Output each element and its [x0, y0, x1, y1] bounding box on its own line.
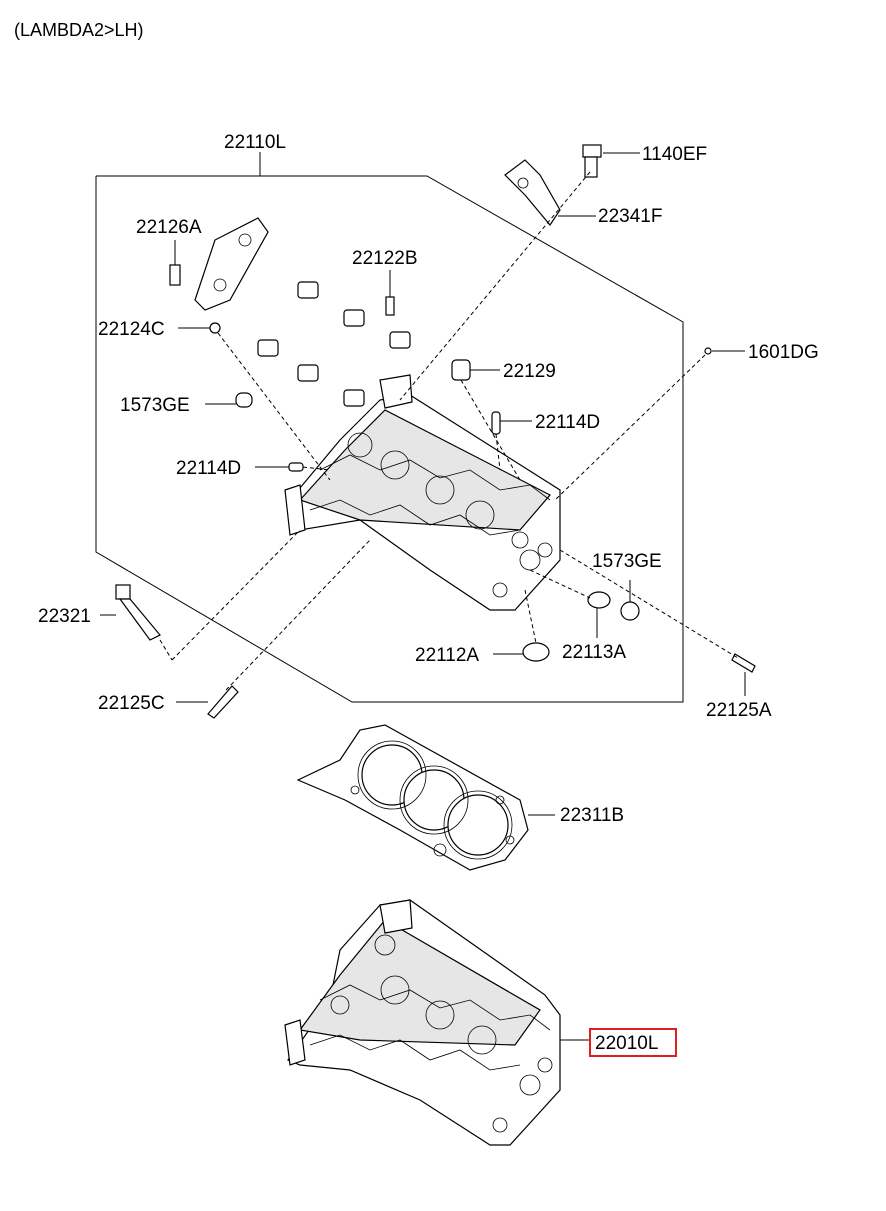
label-22311B[interactable]: 22311B	[560, 805, 624, 826]
label-22126A[interactable]: 22126A	[136, 217, 202, 238]
cylinder-head-assembly	[284, 374, 561, 611]
label-22122B[interactable]: 22122B	[352, 248, 418, 269]
leader-lines	[100, 152, 746, 1041]
label-22125A[interactable]: 22125A	[706, 700, 772, 721]
label-22114D-left[interactable]: 22114D	[176, 458, 241, 479]
label-22321[interactable]: 22321	[38, 606, 91, 627]
diagram-header: (LAMBDA2>LH)	[14, 20, 144, 40]
label-22129[interactable]: 22129	[503, 361, 556, 382]
label-22124C[interactable]: 22124C	[98, 319, 165, 340]
hardware-parts	[115, 144, 756, 719]
label-22110L[interactable]: 22110L	[224, 132, 286, 153]
label-1601DG[interactable]: 1601DG	[748, 342, 819, 363]
label-22112A[interactable]: 22112A	[415, 645, 479, 666]
label-22125C[interactable]: 22125C	[98, 693, 165, 714]
label-1573GE-right[interactable]: 1573GE	[592, 551, 662, 572]
highlight-box	[589, 1028, 677, 1057]
head-gasket	[296, 724, 529, 871]
assembly-outline	[95, 175, 684, 703]
cylinder-head-bare	[284, 899, 561, 1146]
label-1140EF[interactable]: 1140EF	[642, 144, 707, 165]
label-22010L[interactable]: 22010L	[595, 1033, 658, 1054]
label-22113A[interactable]: 22113A	[562, 642, 626, 663]
label-22114D-right[interactable]: 22114D	[535, 412, 600, 433]
label-1573GE-left[interactable]: 1573GE	[120, 395, 190, 416]
label-22341F[interactable]: 22341F	[598, 206, 662, 227]
cam-bearing-caps	[194, 217, 411, 407]
